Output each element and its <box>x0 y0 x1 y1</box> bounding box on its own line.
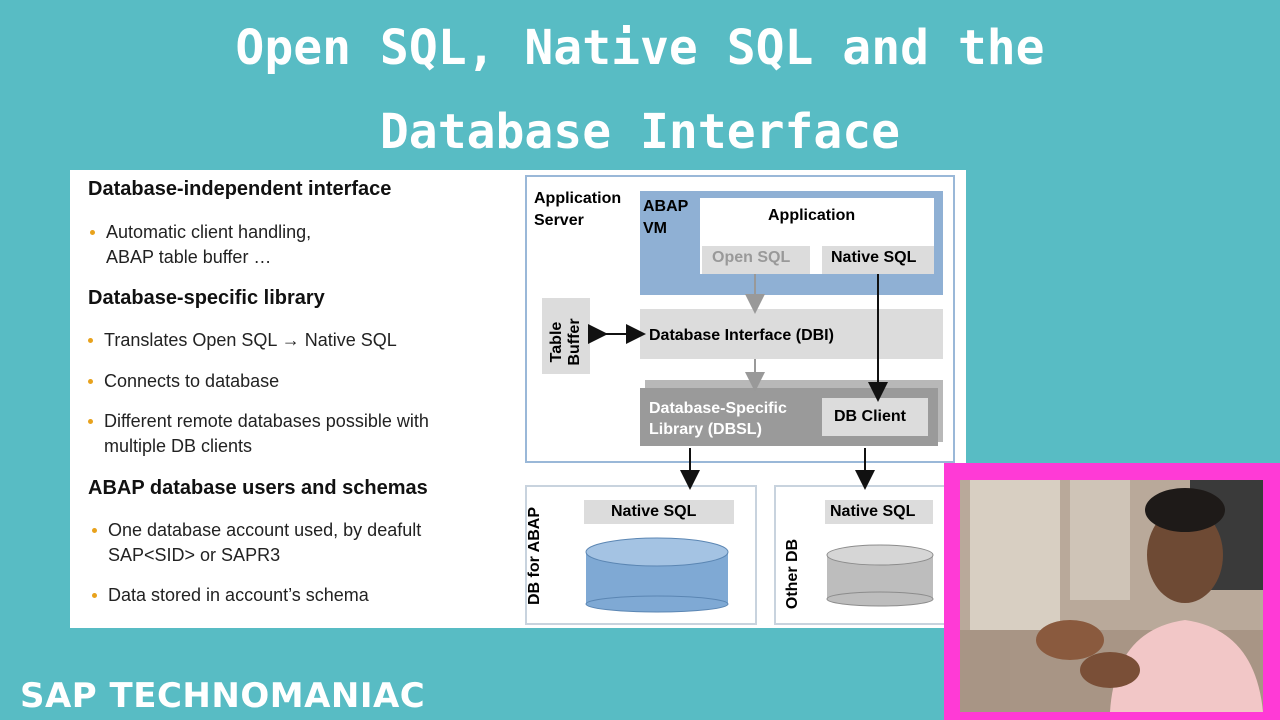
native-sql-box <box>822 246 934 274</box>
content-panel: Database-independent interface Automatic… <box>70 170 966 628</box>
bullet-connects: Connects to database <box>86 369 279 394</box>
db-abap-native-sql-label: Native SQL <box>611 503 697 520</box>
db-client-label: DB Client <box>834 408 906 425</box>
slide-title-line-2: Database Interface <box>379 104 901 160</box>
native-sql-label: Native SQL <box>831 249 917 266</box>
bullet-dot <box>88 419 93 424</box>
bullet-data-stored: Data stored in account’s schema <box>90 583 369 608</box>
diagram-arrows <box>585 274 934 613</box>
open-sql-box <box>702 246 810 274</box>
webcam-video <box>960 480 1263 712</box>
bullet-dot <box>90 230 95 235</box>
slide-title: Open SQL, Native SQL and the Database In… <box>0 6 1280 174</box>
db-for-abap-frame <box>525 485 757 625</box>
other-db-native-sql-box <box>825 500 933 524</box>
dbi-box <box>640 309 943 359</box>
db-abap-native-sql-box <box>584 500 734 524</box>
bullet-dot <box>88 338 93 343</box>
heading-db-independent: Database-independent interface <box>88 178 392 200</box>
other-db-native-sql-label: Native SQL <box>830 503 916 520</box>
bullet-one-account: One database account used, by deafult SA… <box>90 518 421 568</box>
heading-db-specific: Database-specific library <box>88 287 325 309</box>
application-server-frame <box>525 175 955 463</box>
dbsl-label: Database-Specific Library (DBSL) <box>649 400 787 438</box>
slide-title-line-1: Open SQL, Native SQL and the <box>235 20 1045 76</box>
abap-vm-label: ABAP VM <box>643 198 689 237</box>
webcam-overlay <box>944 463 1280 720</box>
application-label: Application <box>768 207 856 224</box>
open-sql-label: Open SQL <box>712 249 791 266</box>
other-db-cylinder <box>826 544 934 607</box>
bullet-auto-client: Automatic client handling, ABAP table bu… <box>88 220 311 270</box>
dbi-label: Database Interface (DBI) <box>649 327 834 344</box>
bullet-translates: Translates Open SQL → Native SQL <box>86 328 397 353</box>
bullet-remote-dbs: Different remote databases possible with… <box>86 409 429 459</box>
db-client-box <box>822 398 928 436</box>
bullet-dot <box>88 379 93 384</box>
brand-logo-text: SAP TECHNOMANIAC <box>20 676 426 716</box>
bullet-dot <box>92 593 97 598</box>
table-buffer-box <box>542 298 590 374</box>
application-server-label: Application Server <box>534 190 622 229</box>
bullet-dot <box>92 528 97 533</box>
db-abap-cylinder <box>585 537 729 613</box>
heading-db-users: ABAP database users and schemas <box>88 477 428 499</box>
presenter-image <box>960 480 1263 712</box>
